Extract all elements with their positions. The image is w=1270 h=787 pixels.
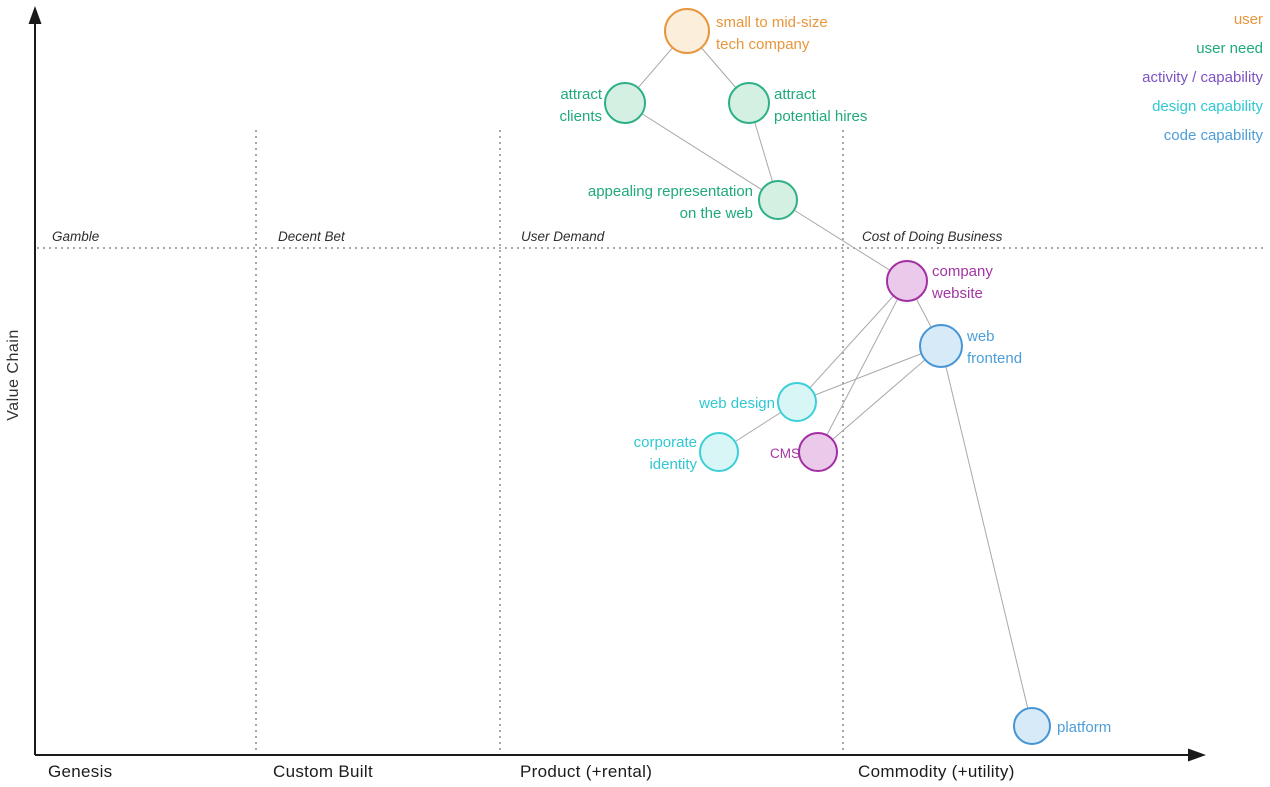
y-axis-label: Value Chain bbox=[5, 329, 22, 421]
legend-item-user: user bbox=[1233, 11, 1263, 28]
stage-label-custom-built: Custom Built bbox=[273, 762, 373, 781]
axis-layer bbox=[28, 6, 1206, 762]
stage-label-commodity-utility-: Commodity (+utility) bbox=[858, 762, 1015, 781]
legend-item-user-need: user need bbox=[1196, 40, 1263, 57]
node-company-website[interactable] bbox=[886, 260, 928, 302]
legend-item-design-capability: design capability bbox=[1152, 98, 1263, 115]
node-web-frontend[interactable] bbox=[919, 324, 963, 368]
legend-item-code-capability: code capability bbox=[1163, 127, 1263, 144]
node-attract-hires[interactable] bbox=[728, 82, 770, 124]
node-label-cms: CMS bbox=[770, 446, 800, 461]
legend: user user need activity / capability design… bbox=[1142, 5, 1263, 150]
node-cms[interactable] bbox=[798, 432, 838, 472]
stage-label-genesis: Genesis bbox=[48, 762, 113, 781]
edge-attract_clients--appealing_rep bbox=[624, 102, 779, 201]
node-tech-company[interactable] bbox=[664, 8, 710, 54]
y-axis-arrow-icon bbox=[28, 6, 42, 24]
node-layer bbox=[604, 8, 1051, 745]
node-web-design[interactable] bbox=[777, 382, 817, 422]
zone-label-decent-bet: Decent Bet bbox=[278, 229, 345, 244]
zone-label-user-demand: User Demand bbox=[521, 229, 605, 244]
stage-label-product-rental-: Product (+rental) bbox=[520, 762, 653, 781]
x-axis-arrow-icon bbox=[1188, 748, 1206, 762]
node-attract-clients[interactable] bbox=[604, 82, 646, 124]
zone-label-cost-of-doing-business: Cost of Doing Business bbox=[862, 229, 1003, 244]
edge-company_website--web_design bbox=[796, 280, 908, 403]
edge-layer bbox=[624, 30, 1033, 727]
legend-item-activity-capability: activity / capability bbox=[1142, 69, 1263, 86]
node-label-platform: platform bbox=[1057, 719, 1111, 736]
edge-appealing_rep--company_website bbox=[777, 199, 908, 282]
node-label-web-design: web design bbox=[698, 395, 775, 412]
zone-label-gamble: Gamble bbox=[52, 229, 100, 244]
node-corporate-identity[interactable] bbox=[699, 432, 739, 472]
edge-company_website--cms bbox=[817, 280, 908, 453]
edge-web_design--web_frontend bbox=[796, 345, 942, 403]
node-appealing-rep[interactable] bbox=[758, 180, 798, 220]
edge-cms--web_frontend bbox=[817, 345, 942, 453]
node-platform[interactable] bbox=[1013, 707, 1051, 745]
edge-web_frontend--platform bbox=[940, 345, 1033, 727]
grid-layer bbox=[37, 130, 1266, 753]
